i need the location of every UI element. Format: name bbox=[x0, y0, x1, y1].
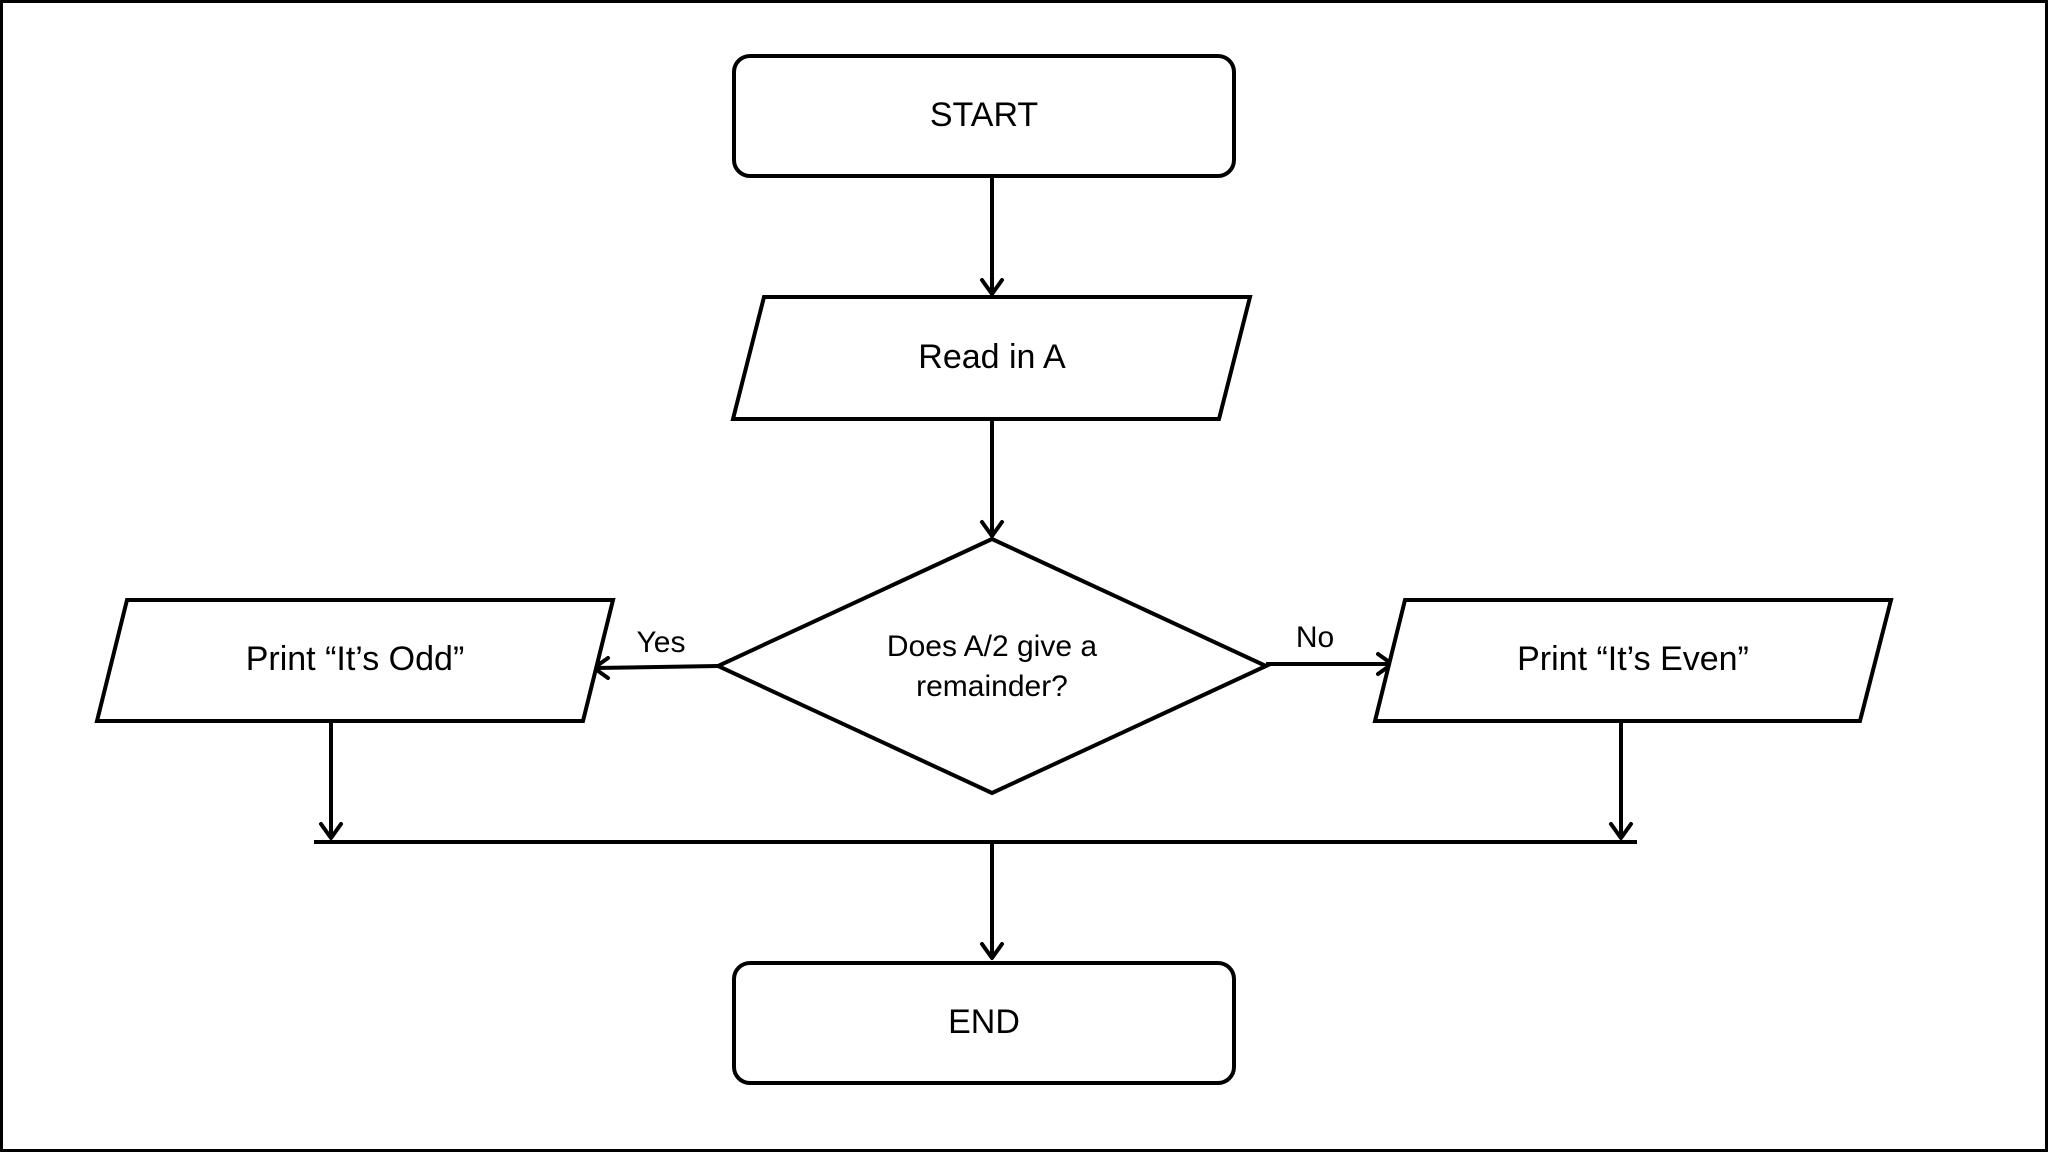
connector-start-read bbox=[980, 176, 1004, 296]
print-odd-label: Print “It’s Odd” bbox=[246, 640, 465, 678]
read-input-node: Read in A bbox=[730, 295, 1253, 421]
connector-yes: Yes bbox=[592, 626, 719, 680]
read-input-label: Read in A bbox=[918, 338, 1066, 376]
yes-label: Yes bbox=[637, 626, 686, 659]
end-node: END bbox=[732, 961, 1236, 1085]
print-even-label: Print “It’s Even” bbox=[1517, 640, 1749, 678]
start-node: START bbox=[732, 54, 1236, 178]
decision-node: Does A/2 give a remainder? bbox=[713, 536, 1271, 796]
connector-no: No bbox=[1266, 621, 1394, 676]
no-label: No bbox=[1296, 621, 1334, 654]
start-label: START bbox=[930, 96, 1038, 134]
connector-even-merge bbox=[1609, 721, 1633, 840]
connector-odd-merge bbox=[319, 721, 343, 840]
end-label: END bbox=[948, 1003, 1020, 1041]
decision-label-line2: remainder? bbox=[916, 670, 1068, 703]
print-odd-node: Print “It’s Odd” bbox=[94, 598, 616, 723]
connector-merge-end bbox=[980, 842, 1004, 960]
connector-read-decision bbox=[980, 419, 1004, 538]
print-even-node: Print “It’s Even” bbox=[1372, 598, 1894, 723]
decision-label-line1: Does A/2 give a bbox=[887, 630, 1097, 663]
